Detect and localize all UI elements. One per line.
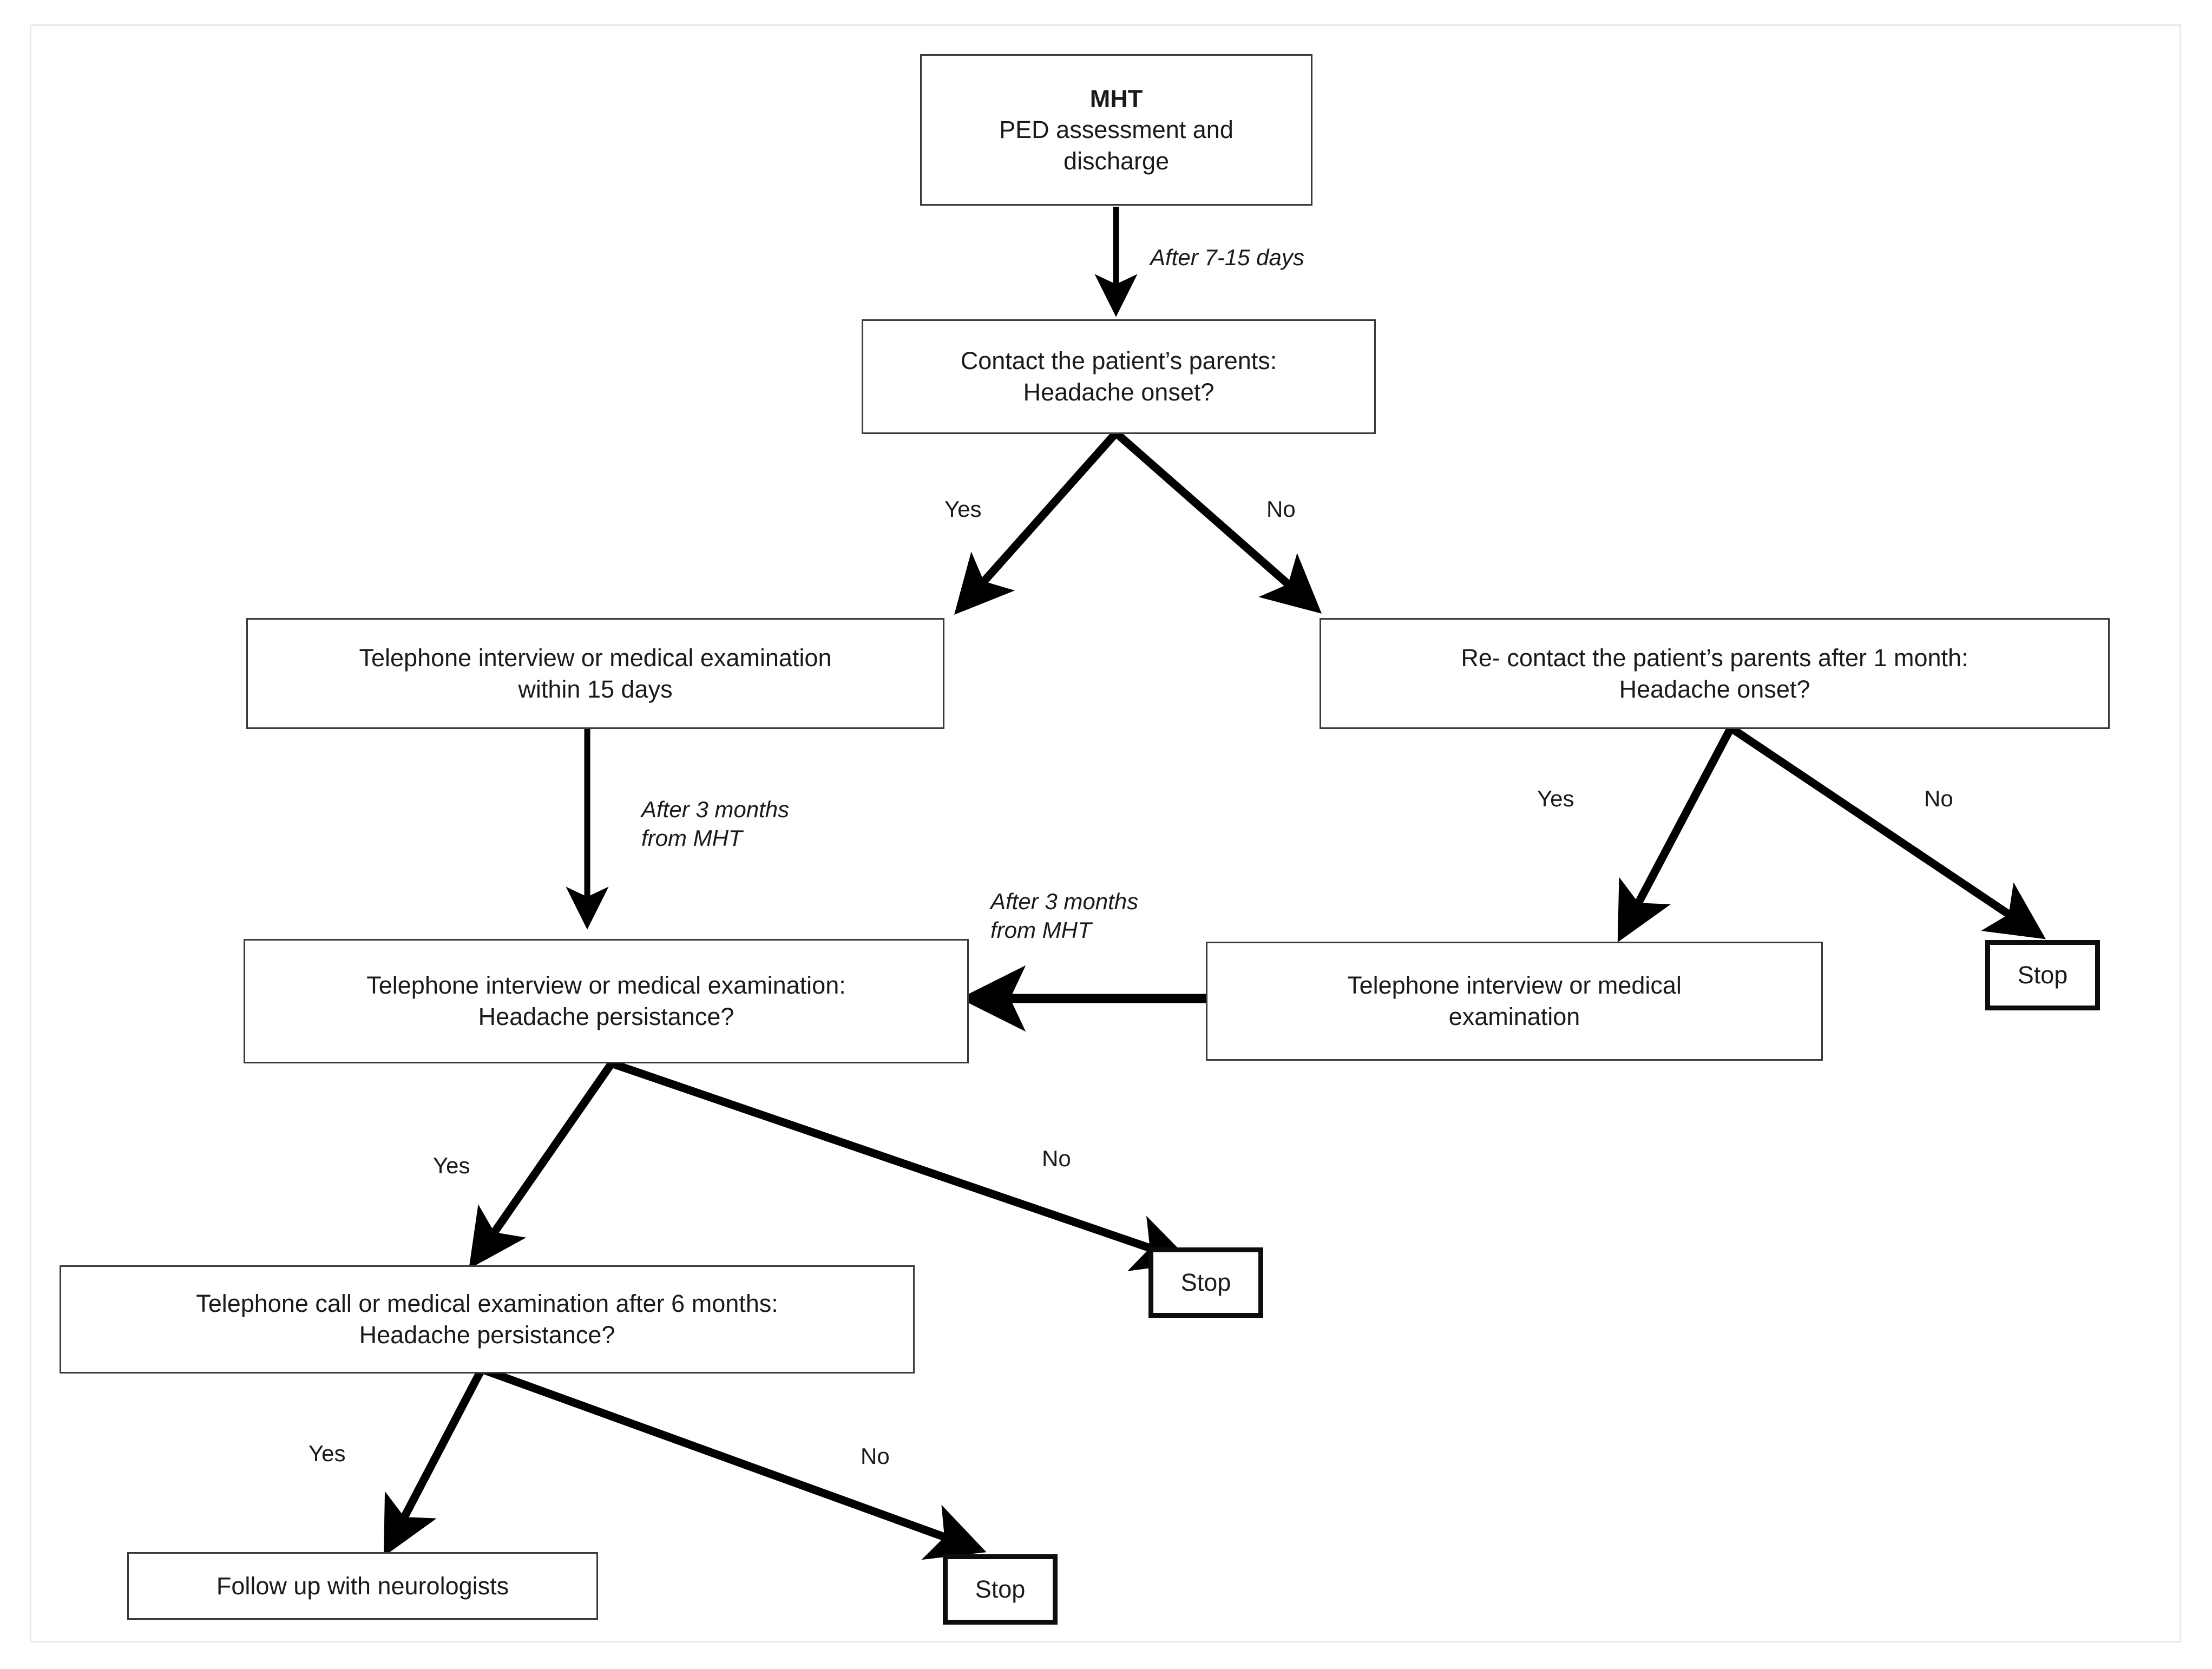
node-persistance-3-months[interactable]: Telephone interview or medical examinati… <box>244 939 969 1063</box>
node-recontact-1-month[interactable]: Re- contact the patient’s parents after … <box>1320 618 2110 729</box>
node-stop-middle[interactable]: Stop <box>1148 1247 1263 1318</box>
node-telephone-exam[interactable]: Telephone interview or medical examinati… <box>1206 942 1823 1061</box>
edge-contact-yes <box>954 430 1119 615</box>
node-stop-bottom-label: Stop <box>975 1575 1026 1604</box>
edge-label-no-1: No <box>1266 496 1296 522</box>
node-follow-up-neurologists[interactable]: Follow up with neurologists <box>127 1552 598 1620</box>
node-contact-parents-line1: Contact the patient’s parents: <box>960 347 1277 375</box>
node-follow-up-neurologists-line1: Follow up with neurologists <box>216 1572 509 1600</box>
edge-label-no-2: No <box>1924 786 1953 811</box>
node-telephone-exam-line2: examination <box>1448 1003 1580 1030</box>
node-telephone-15-days-line1: Telephone interview or medical examinati… <box>359 643 832 672</box>
node-telephone-15-days[interactable]: Telephone interview or medical examinati… <box>246 618 944 729</box>
node-stop-right[interactable]: Stop <box>1985 940 2100 1010</box>
node-persistance-6-months-line2: Headache persistance? <box>359 1321 615 1349</box>
edge-recontact-no <box>1728 724 2046 939</box>
node-mht-line2: PED assessment and <box>999 116 1233 144</box>
edge-recontact-yes <box>1617 726 1735 943</box>
node-recontact-1-month-line2: Headache onset? <box>1619 675 1810 703</box>
edge-label-yes-2: Yes <box>1537 786 1574 811</box>
node-recontact-1-month-line1: Re- contact the patient’s parents after … <box>1461 643 1968 672</box>
edge-label-after-3-months-left: After 3 months from MHT <box>641 797 790 851</box>
node-stop-right-label: Stop <box>2017 961 2068 989</box>
edge-contact-no <box>1113 430 1322 614</box>
node-stop-bottom[interactable]: Stop <box>943 1554 1058 1625</box>
edge-persistance3m-no <box>610 1059 1192 1271</box>
edge-label-after-7-15-days: After 7-15 days <box>1150 245 1304 270</box>
node-mht-line3: discharge <box>1063 147 1170 175</box>
node-persistance-3-months-line1: Telephone interview or medical examinati… <box>366 971 846 1000</box>
node-stop-middle-label: Stop <box>1180 1269 1231 1297</box>
edge-persistance3m-yes <box>469 1061 615 1269</box>
node-contact-parents[interactable]: Contact the patient’s parents: Headache … <box>862 319 1376 434</box>
edge-persistance6m-no <box>480 1365 987 1560</box>
node-persistance-6-months[interactable]: Telephone call or medical examination af… <box>60 1265 915 1374</box>
node-mht[interactable]: MHT PED assessment and discharge <box>920 54 1312 206</box>
edge-label-yes-3: Yes <box>433 1153 470 1178</box>
edge-persistance6m-yes <box>383 1367 485 1557</box>
edge-label-yes-1: Yes <box>944 496 982 522</box>
node-telephone-15-days-line2: within 15 days <box>518 675 673 703</box>
edge-label-no-4: No <box>861 1443 890 1469</box>
node-telephone-exam-line1: Telephone interview or medical <box>1347 971 1682 1000</box>
edge-label-yes-4: Yes <box>309 1441 346 1466</box>
edge-label-after-3-months-right: After 3 months from MHT <box>990 889 1139 943</box>
node-persistance-6-months-line1: Telephone call or medical examination af… <box>196 1290 778 1318</box>
node-persistance-3-months-line2: Headache persistance? <box>478 1003 734 1030</box>
edge-label-no-3: No <box>1042 1146 1071 1171</box>
node-mht-line1: MHT <box>1089 84 1143 113</box>
node-contact-parents-line2: Headache onset? <box>1023 378 1215 406</box>
